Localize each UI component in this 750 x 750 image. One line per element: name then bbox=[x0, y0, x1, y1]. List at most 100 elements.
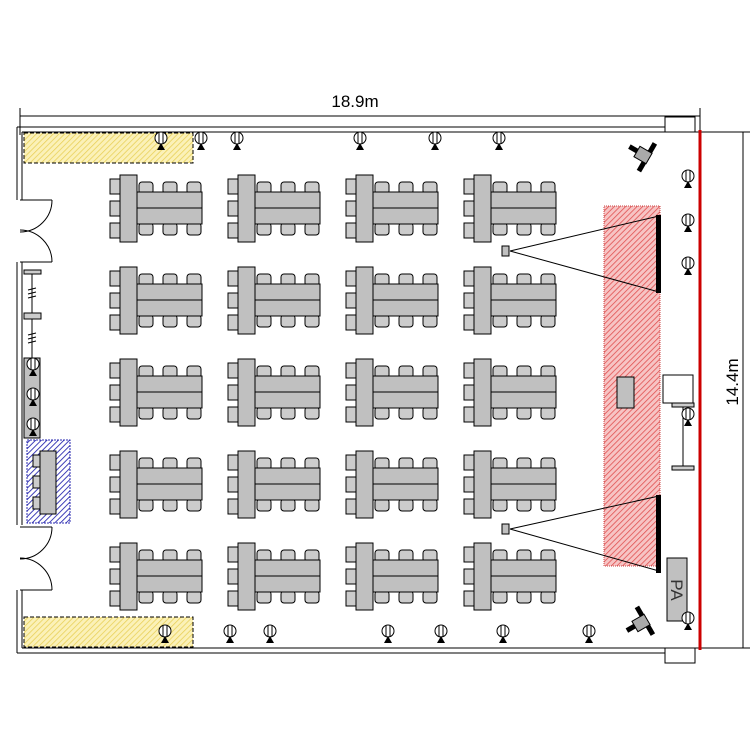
chair bbox=[398, 222, 414, 236]
screen-lower bbox=[656, 495, 661, 573]
chair bbox=[109, 270, 121, 287]
chair bbox=[345, 498, 357, 515]
table-group[interactable] bbox=[227, 174, 321, 243]
chair bbox=[109, 384, 121, 401]
table bbox=[372, 391, 439, 409]
chair bbox=[463, 590, 475, 607]
table-group[interactable] bbox=[463, 174, 557, 243]
table bbox=[473, 174, 492, 243]
chair bbox=[516, 314, 532, 328]
microphone-icon bbox=[263, 624, 277, 643]
microphone-icon bbox=[353, 131, 367, 150]
chair bbox=[280, 314, 296, 328]
chair bbox=[422, 498, 438, 512]
chair bbox=[227, 568, 239, 585]
table bbox=[136, 559, 203, 577]
chair bbox=[463, 546, 475, 563]
chair bbox=[516, 406, 532, 420]
chair bbox=[492, 590, 508, 604]
table bbox=[355, 358, 374, 427]
table bbox=[136, 375, 203, 393]
width-label: 18.9m bbox=[331, 92, 378, 111]
table-group[interactable] bbox=[227, 542, 321, 611]
table bbox=[254, 483, 321, 501]
microphone-icon bbox=[223, 624, 237, 643]
table-group[interactable] bbox=[345, 266, 439, 335]
chair bbox=[516, 590, 532, 604]
microphone-icon bbox=[496, 624, 510, 643]
table bbox=[136, 207, 203, 225]
table-group[interactable] bbox=[109, 450, 203, 519]
chair bbox=[227, 314, 239, 331]
table-group[interactable] bbox=[109, 174, 203, 243]
table bbox=[473, 450, 492, 519]
chair bbox=[227, 270, 239, 287]
table-group[interactable] bbox=[345, 450, 439, 519]
chair bbox=[227, 546, 239, 563]
chair bbox=[186, 590, 202, 604]
table-group[interactable] bbox=[227, 266, 321, 335]
projector-lower bbox=[501, 495, 660, 572]
microphone-icon bbox=[230, 131, 244, 150]
chair bbox=[463, 568, 475, 585]
table-group[interactable] bbox=[227, 358, 321, 427]
table-group[interactable] bbox=[463, 358, 557, 427]
table bbox=[490, 391, 557, 409]
table-group[interactable] bbox=[463, 542, 557, 611]
chair bbox=[162, 406, 178, 420]
table bbox=[355, 266, 374, 335]
microphone-icon bbox=[582, 624, 596, 643]
chair bbox=[138, 590, 154, 604]
table bbox=[372, 299, 439, 317]
table bbox=[372, 191, 439, 209]
chair bbox=[422, 590, 438, 604]
table bbox=[490, 575, 557, 593]
table-group[interactable] bbox=[227, 450, 321, 519]
chair bbox=[280, 590, 296, 604]
chair bbox=[280, 498, 296, 512]
table bbox=[136, 575, 203, 593]
microphone-icon bbox=[26, 357, 40, 376]
chair bbox=[463, 292, 475, 309]
microphone-icon bbox=[434, 624, 448, 643]
chair bbox=[398, 498, 414, 512]
table bbox=[372, 467, 439, 485]
table-group[interactable] bbox=[345, 174, 439, 243]
table-group[interactable] bbox=[345, 358, 439, 427]
chair bbox=[162, 222, 178, 236]
chair bbox=[280, 406, 296, 420]
table bbox=[490, 299, 557, 317]
table-group[interactable] bbox=[109, 358, 203, 427]
chair bbox=[398, 406, 414, 420]
chair bbox=[227, 384, 239, 401]
table-group[interactable] bbox=[463, 266, 557, 335]
pa-label: PA bbox=[667, 579, 686, 601]
microphone-icon bbox=[681, 169, 695, 188]
table bbox=[473, 542, 492, 611]
table-group[interactable] bbox=[345, 542, 439, 611]
table-group[interactable] bbox=[463, 450, 557, 519]
chair bbox=[227, 178, 239, 195]
table-group[interactable] bbox=[109, 266, 203, 335]
table bbox=[136, 391, 203, 409]
microphone-icon bbox=[26, 387, 40, 406]
table bbox=[119, 174, 138, 243]
chair bbox=[345, 222, 357, 239]
chair bbox=[398, 590, 414, 604]
reserved-area-top-left bbox=[23, 132, 194, 164]
table-group[interactable] bbox=[109, 542, 203, 611]
table bbox=[254, 375, 321, 393]
microphone-icon bbox=[154, 131, 168, 150]
chair bbox=[256, 314, 272, 328]
chair bbox=[422, 314, 438, 328]
door-lower[interactable] bbox=[19, 526, 53, 591]
chair bbox=[304, 590, 320, 604]
table bbox=[372, 283, 439, 301]
table bbox=[372, 207, 439, 225]
door-upper[interactable] bbox=[19, 199, 53, 263]
chair bbox=[540, 314, 556, 328]
chair bbox=[186, 406, 202, 420]
chair bbox=[463, 384, 475, 401]
table bbox=[254, 575, 321, 593]
